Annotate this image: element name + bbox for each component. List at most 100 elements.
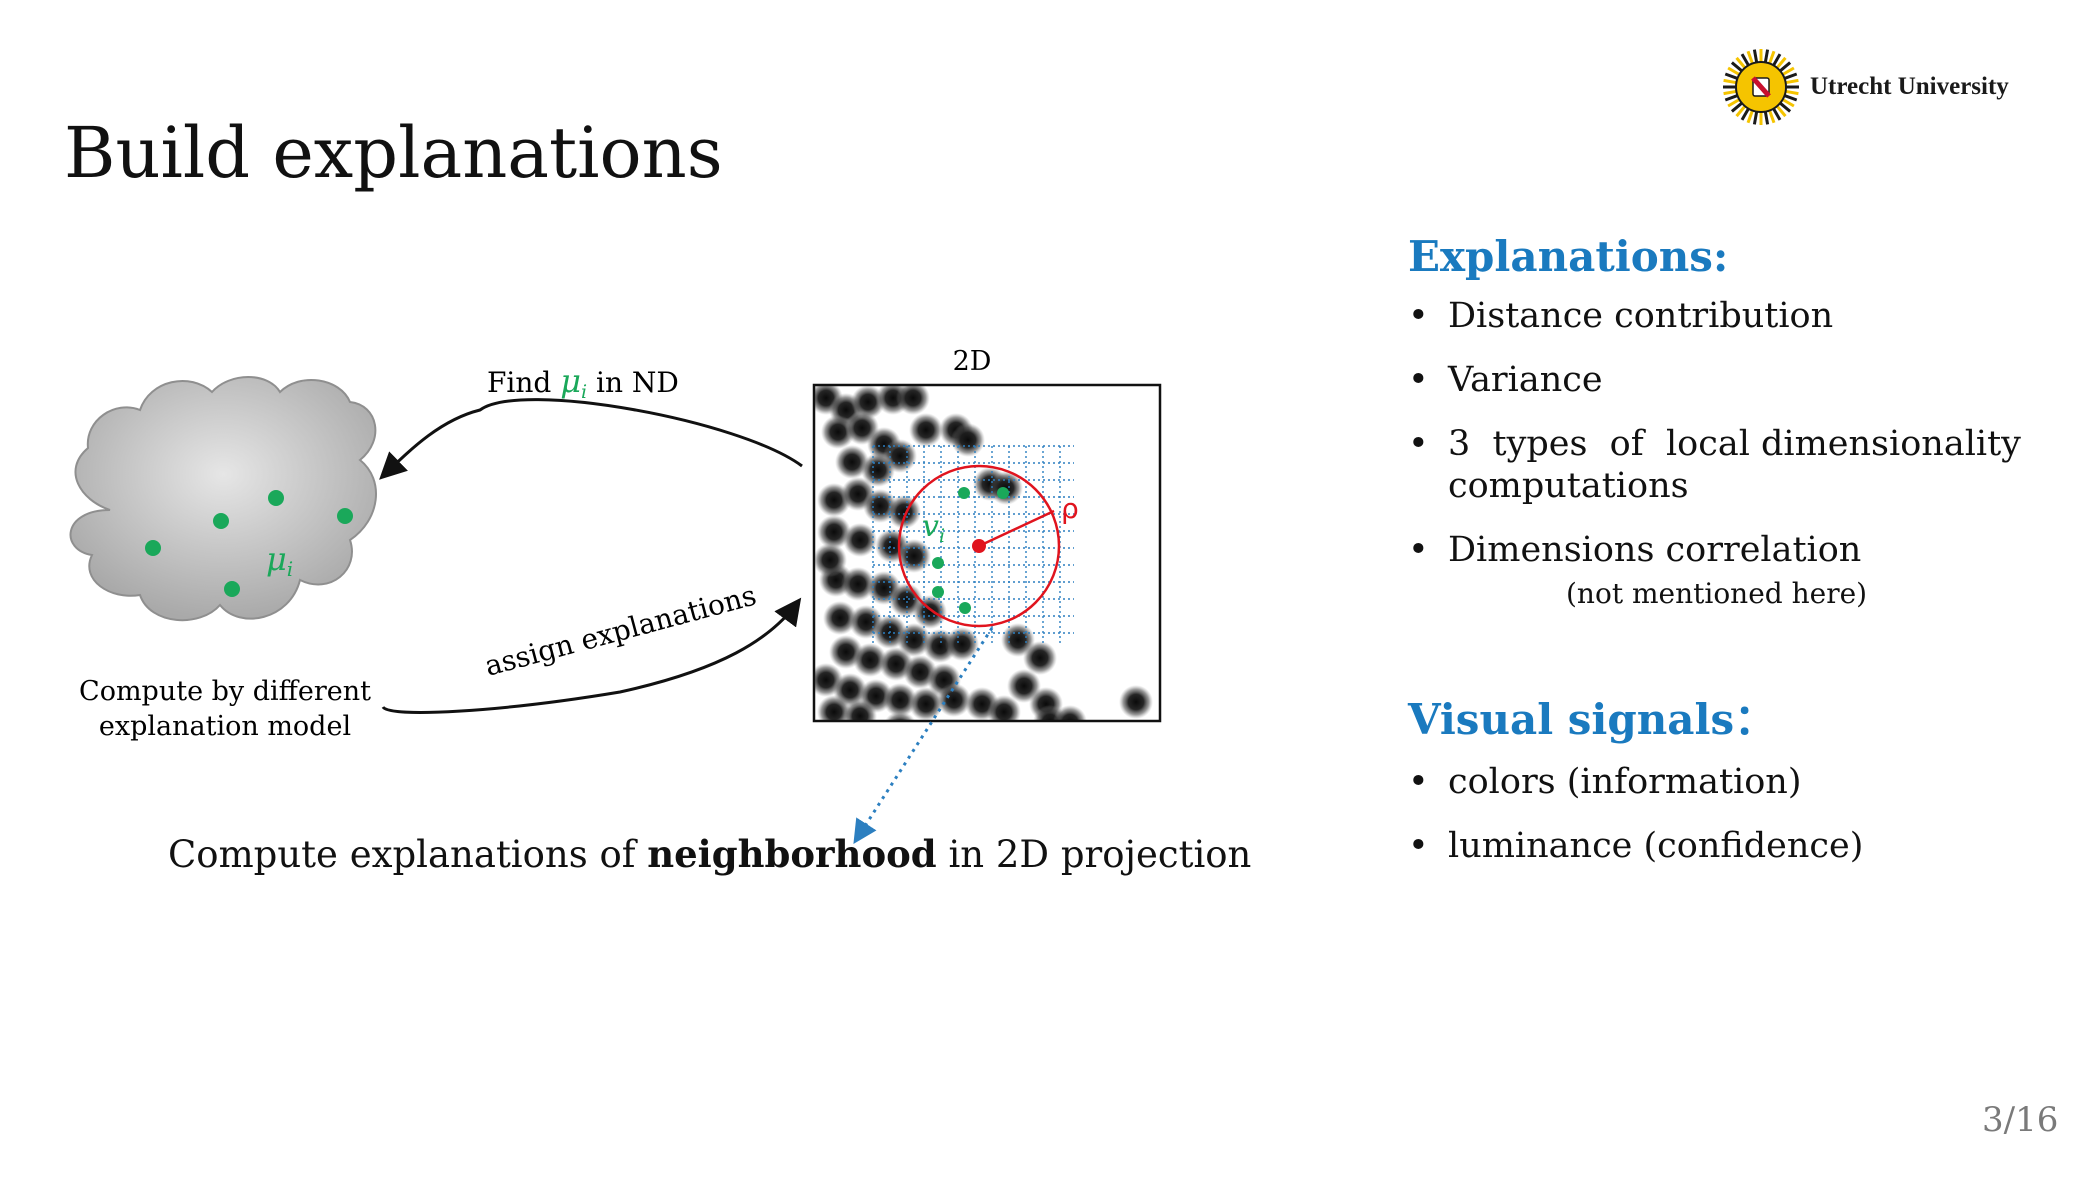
visual-signals-heading: Visual signals： bbox=[1408, 695, 1777, 744]
sun-ray bbox=[1730, 101, 1744, 113]
projection-point bbox=[884, 711, 916, 721]
logo-text: Utrecht University bbox=[1810, 73, 2009, 100]
sun-ray bbox=[1740, 53, 1751, 67]
projection-point bbox=[843, 523, 877, 557]
sun-ray bbox=[1771, 107, 1782, 121]
sun-ray bbox=[1746, 109, 1755, 124]
projection-point bbox=[843, 699, 877, 721]
bullet-icon: • bbox=[1408, 296, 1429, 336]
assign-arrow bbox=[381, 597, 802, 714]
sun-ray bbox=[1752, 49, 1759, 64]
nd-point bbox=[213, 513, 229, 529]
list-item: • luminance (confidence) bbox=[1408, 825, 2048, 867]
slide-title: Build explanations bbox=[64, 112, 723, 194]
bullet-icon: • bbox=[1408, 530, 1429, 570]
sun-ray bbox=[1784, 89, 1799, 96]
projection-point bbox=[987, 695, 1021, 721]
projection-point bbox=[817, 515, 851, 549]
bullet-icon: • bbox=[1408, 360, 1429, 400]
page-number: 3/16 bbox=[1982, 1100, 2059, 1140]
sun-ray bbox=[1767, 50, 1776, 65]
find-arrow bbox=[379, 398, 803, 480]
sun-ray bbox=[1763, 110, 1770, 125]
nd-point bbox=[268, 490, 284, 506]
assign-arrow-label: assign explanations bbox=[481, 579, 759, 683]
sun-ray bbox=[1752, 110, 1759, 125]
sun-ray bbox=[1775, 56, 1787, 70]
sun-ray bbox=[1783, 72, 1798, 81]
sun-ray bbox=[1724, 72, 1739, 81]
projection-point bbox=[835, 445, 869, 479]
nd-point bbox=[145, 540, 161, 556]
projection-point bbox=[1119, 685, 1153, 719]
sun-seal-icon bbox=[1723, 49, 1799, 125]
list-item-text: Variance bbox=[1448, 360, 1603, 400]
list-item-text: Dimensions correlation bbox=[1448, 530, 1862, 570]
neighbor-point bbox=[997, 487, 1009, 499]
nd-cloud bbox=[69, 376, 377, 622]
projection-point bbox=[853, 643, 887, 677]
projection-point bbox=[823, 601, 857, 635]
radius-line bbox=[978, 509, 1055, 548]
list-item: •colors (information) bbox=[1408, 761, 2048, 803]
cloud-caption-line-1: Compute by different bbox=[79, 676, 371, 707]
sun-ray bbox=[1781, 97, 1795, 108]
sun-ray bbox=[1767, 109, 1776, 124]
list-item: • Variance bbox=[1408, 359, 2048, 401]
projection-point bbox=[951, 423, 985, 457]
neighbor-point bbox=[958, 487, 970, 499]
mu-i-label: μi bbox=[266, 540, 293, 581]
v-i-label: vi bbox=[922, 509, 945, 547]
projection-point bbox=[883, 683, 917, 717]
projection-point bbox=[897, 539, 931, 573]
bullet-icon: • bbox=[1408, 424, 1429, 464]
caption-prefix: Compute explanations of bbox=[168, 833, 648, 876]
projection-point bbox=[841, 567, 875, 601]
nd-points bbox=[145, 490, 353, 597]
sun-ray bbox=[1735, 104, 1747, 118]
sun-ray bbox=[1781, 66, 1795, 77]
center-point bbox=[972, 539, 986, 553]
sun-ray bbox=[1723, 89, 1738, 96]
projection-point bbox=[1053, 705, 1087, 721]
twod-label: 2D bbox=[953, 346, 992, 377]
list-item: •Distance contribution bbox=[1408, 295, 2048, 337]
explanations-list: •Distance contribution •Variance •3 type… bbox=[1408, 295, 2048, 571]
projection-point bbox=[887, 495, 921, 529]
nd-point bbox=[337, 508, 353, 524]
projection-scatter bbox=[814, 385, 1160, 721]
sun-ray bbox=[1771, 53, 1782, 67]
caption-bold: neighborhood bbox=[647, 832, 937, 876]
sun-ray bbox=[1775, 104, 1787, 118]
rho-label: ρ bbox=[1061, 492, 1079, 525]
list-item-text: colors (information) bbox=[1448, 762, 1802, 802]
neighborhood-circle bbox=[897, 464, 1061, 628]
list-item-text: luminance (confidence) bbox=[1448, 826, 1864, 866]
right-panel: Explanations: •Distance contribution •Va… bbox=[1408, 232, 2048, 889]
sun-ray bbox=[1740, 107, 1751, 121]
projection-point bbox=[913, 595, 947, 629]
neighbor-point bbox=[959, 602, 971, 614]
projection-point bbox=[937, 683, 971, 717]
bottom-caption: Compute explanations of neighborhood in … bbox=[168, 832, 1251, 876]
sun-ray bbox=[1735, 56, 1747, 70]
list-item: • Dimensions correlation bbox=[1408, 529, 2048, 571]
pointer-arrow bbox=[853, 627, 994, 845]
projection-point bbox=[861, 453, 895, 487]
sun-ray bbox=[1727, 97, 1741, 108]
caption-suffix: in 2D projection bbox=[936, 833, 1252, 876]
sun-ray bbox=[1763, 49, 1770, 64]
sun-ray bbox=[1723, 78, 1738, 85]
projection-point bbox=[909, 413, 943, 447]
sun-ray bbox=[1724, 93, 1739, 102]
not-mentioned-note: (not mentioned here) bbox=[1566, 577, 1868, 610]
neighbor-point bbox=[932, 586, 944, 598]
projection-point bbox=[896, 385, 930, 415]
university-logo: Utrecht University bbox=[1722, 48, 2009, 126]
projection-frame bbox=[812, 383, 1162, 723]
visual-signals-list: •colors (information) • luminance (confid… bbox=[1408, 761, 2048, 867]
bullet-icon: • bbox=[1408, 826, 1429, 866]
projection-point bbox=[945, 627, 979, 661]
projection-point bbox=[909, 687, 943, 721]
sun-ray bbox=[1727, 66, 1741, 77]
